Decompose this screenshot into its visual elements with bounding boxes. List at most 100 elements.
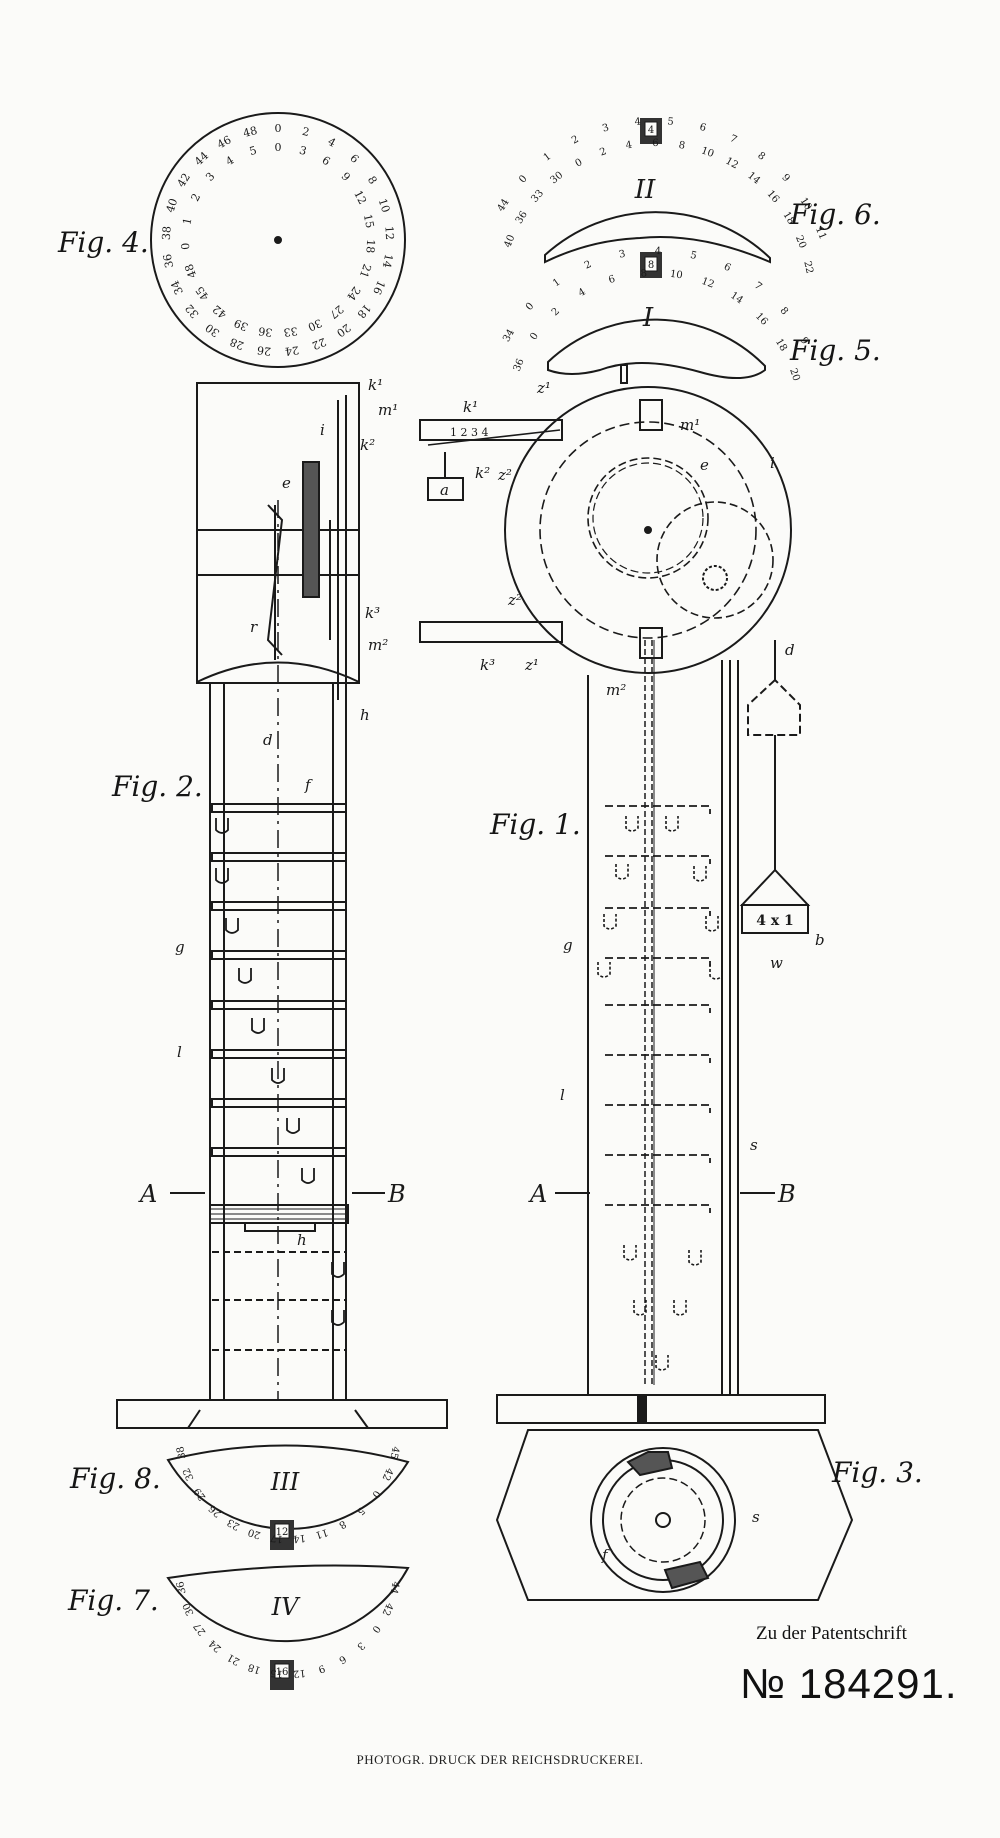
fig2-shelf — [211, 852, 347, 862]
fig8-numeral: 0 — [369, 1488, 382, 1500]
fig8-numeral: 38 — [175, 1445, 188, 1460]
fig4-inner-numeral: 1 — [180, 216, 194, 225]
fig8-dial-segment — [166, 1444, 410, 1530]
fig1-cup — [633, 1300, 647, 1316]
fig4-outer-numeral: 24 — [284, 343, 300, 358]
fig1-cup — [688, 1250, 702, 1266]
fig5-upper-numeral: 9 — [797, 336, 810, 347]
fig2-cup — [331, 1310, 345, 1326]
fig8-numeral: 17 — [270, 1532, 284, 1544]
fig5-upper-numeral: 5 — [689, 250, 698, 262]
fig6-lower-numeral: 22 — [801, 260, 814, 275]
fig8-numeral: 23 — [225, 1516, 242, 1532]
letter-d-fig2: d — [263, 731, 273, 749]
fig6-upper-numeral: 3 — [601, 122, 610, 134]
fig5-lower-numeral: 20 — [787, 367, 801, 383]
fig1-shelf — [605, 1054, 711, 1063]
fig7-window — [270, 1660, 294, 1690]
fig4-outer-numeral: 0 — [275, 122, 282, 135]
letter-s-fig1: s — [750, 1136, 758, 1154]
letter-m1-fig2: m¹ — [378, 401, 398, 419]
fig4-inner-numeral: 3 — [298, 144, 308, 158]
fig1-cup — [705, 916, 719, 932]
letter-r-fig2: r — [250, 618, 258, 636]
fig4-outer-numeral: 22 — [310, 335, 328, 352]
patent-caption: Zu der Patentschrift — [756, 1623, 907, 1644]
fig7-dial-segment — [166, 1564, 410, 1643]
fig5-lower-numeral: 4 — [577, 287, 588, 300]
fig6-lower-numeral: 20 — [793, 234, 808, 250]
letter-m2-fig2: m² — [368, 636, 388, 654]
fig2-shelf — [211, 1147, 347, 1157]
fig4-outer-numeral: 48 — [242, 124, 259, 140]
fig4-inner-numeral: 12 — [351, 188, 369, 206]
fig7-label: Fig. 7. — [68, 1584, 159, 1617]
fig7-numeral: 0 — [369, 1623, 382, 1635]
fig1-cup — [665, 816, 679, 832]
fig5-window-number: 8 — [648, 260, 654, 271]
fig1-shelf — [605, 805, 711, 814]
letter-g-fig1: g — [563, 936, 573, 954]
letter-k2-fig2: k² — [360, 436, 375, 454]
fig8-numeral: 14 — [292, 1532, 306, 1544]
fig2-cup — [331, 1262, 345, 1278]
fig6-upper-numeral: 8 — [755, 150, 767, 163]
fig1-shelf — [605, 1154, 711, 1163]
fig4-inner-numeral: 30 — [306, 316, 324, 334]
fig4-outer-numeral: 34 — [168, 278, 186, 296]
fig2-shelf — [211, 1098, 347, 1108]
fig4-inner-numeral: 21 — [357, 262, 374, 280]
fig6-upper-numeral: 6 — [698, 122, 707, 134]
fig6-label: Fig. 6. — [790, 198, 881, 231]
letter-z2b-fig1: z² — [507, 591, 522, 609]
fig4-outer-numeral: 16 — [370, 278, 388, 296]
fig8-roman-numeral: III — [270, 1468, 300, 1496]
fig5-upper-numeral: 3 — [618, 249, 626, 261]
letter-k3-fig2: k³ — [365, 604, 380, 622]
fig4-dial — [150, 112, 406, 368]
fig2-shelf — [211, 1049, 347, 1059]
fig7-numeral: 12 — [292, 1667, 306, 1679]
fig6-lower-numeral: 12 — [723, 156, 739, 172]
fig8-window-number: 12 — [276, 1527, 289, 1538]
letter-z2-fig1: z² — [497, 466, 512, 484]
fig6-lower-numeral: 40 — [502, 233, 517, 249]
fig7-numeral: 6 — [337, 1653, 348, 1666]
letter-m1-fig1: m¹ — [680, 416, 700, 434]
fig6-lower-numeral: 4 — [625, 140, 633, 152]
fig4-outer-numeral: 2 — [301, 125, 311, 139]
letter-w-fig1: w — [770, 954, 783, 972]
letter-l-fig2: l — [177, 1043, 182, 1061]
fig5-upper-numeral: 4 — [655, 246, 662, 257]
fig1-machine-elevation — [419, 364, 826, 1424]
fig4-inner-numeral: 15 — [361, 213, 377, 229]
fig2-cup — [271, 1068, 285, 1084]
letter-z1b-fig1: z¹ — [524, 656, 539, 674]
fig8-numeral: 11 — [314, 1526, 330, 1540]
fig2-shelf — [211, 803, 347, 813]
letter-m2-fig1: m² — [606, 681, 626, 699]
fig2-machine-elevation — [116, 382, 448, 1429]
fig4-outer-numeral: 40 — [164, 197, 181, 214]
fig8-numeral: 45 — [387, 1445, 400, 1460]
fig6-window-number: 4 — [648, 125, 654, 136]
fig7-numeral: 30 — [181, 1601, 196, 1617]
fig1-cup — [673, 1300, 687, 1316]
fig1-shelf — [605, 907, 711, 916]
fig4-outer-numeral: 26 — [256, 343, 272, 358]
fig2-section-line — [170, 1192, 385, 1232]
fig4-inner-numeral: 18 — [363, 239, 377, 254]
fig6-upper-numeral: 1 — [542, 151, 554, 164]
fig4-inner-numeral: 0 — [275, 141, 282, 154]
fig7-numeral: 15 — [270, 1667, 284, 1679]
letter-f-fig2: f — [304, 776, 313, 794]
fig8-numeral: 8 — [337, 1518, 348, 1531]
fig7-numeral: 36 — [175, 1580, 188, 1595]
fig6-upper-numeral: 5 — [667, 116, 674, 128]
fig7-numeral: 21 — [225, 1651, 242, 1667]
fig6-lower-numeral: 10 — [700, 145, 716, 160]
fig1-cup — [709, 964, 723, 980]
